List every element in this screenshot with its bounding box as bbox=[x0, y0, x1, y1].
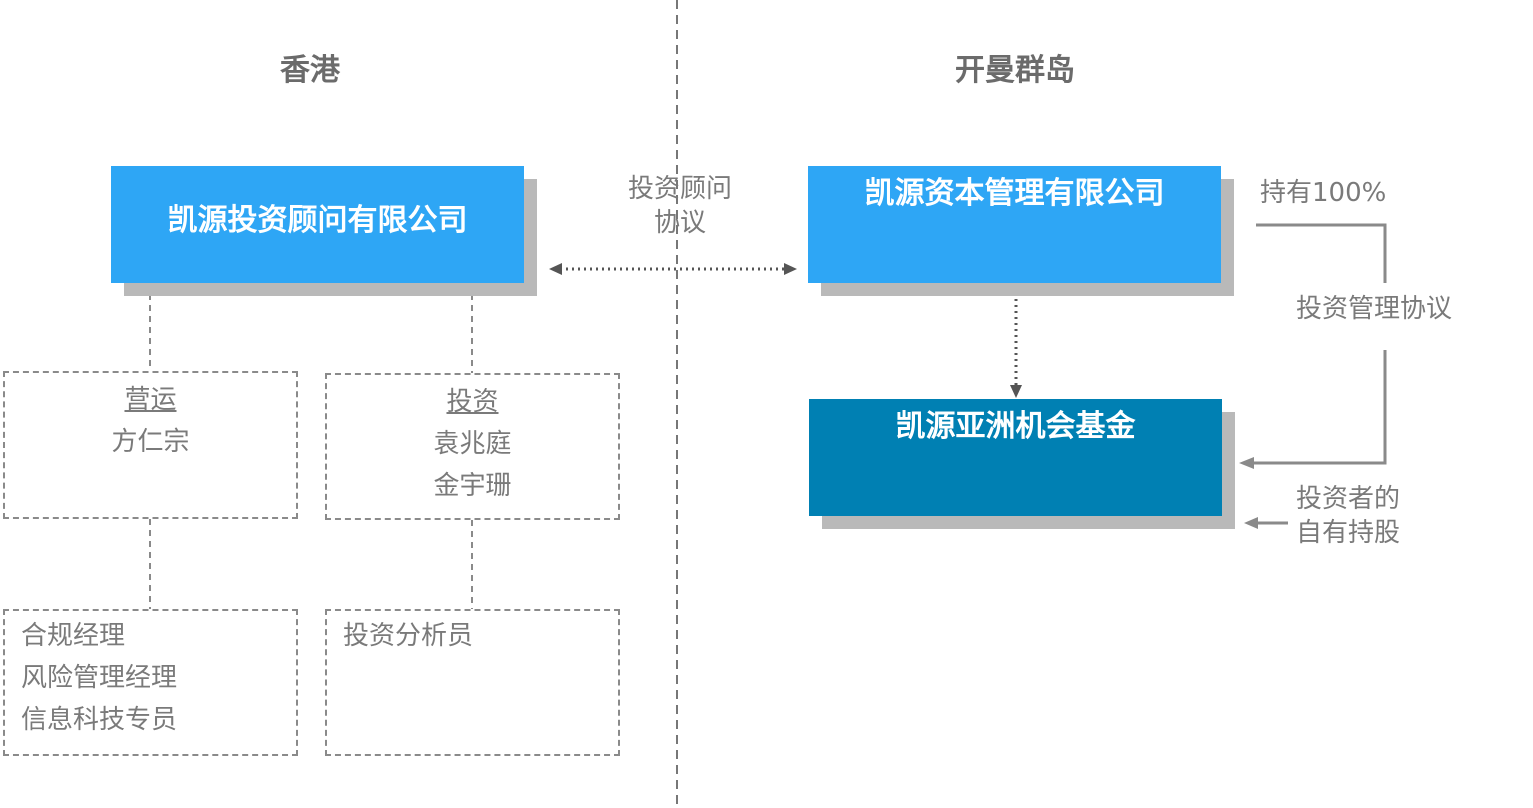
role-item: 信息科技专员 bbox=[21, 705, 178, 735]
fund-box: 凯源亚洲机会基金 bbox=[809, 399, 1222, 516]
mgmt-agreement-label: 投资管理协议 bbox=[1296, 294, 1453, 324]
manager-fund-arrowhead-bottom bbox=[1010, 385, 1022, 398]
investment-team-member: 袁兆庭 bbox=[433, 429, 512, 459]
role-item: 投资分析员 bbox=[343, 621, 474, 651]
advisor-company-name: 凯源投资顾问有限公司 bbox=[167, 203, 468, 238]
operations-team-box: 营运 方仁宗 bbox=[3, 371, 298, 519]
advisory-agreement-label: 投资顾问 协议 bbox=[627, 174, 732, 238]
operations-team-member: 方仁宗 bbox=[111, 427, 190, 457]
region-title-cayman: 开曼群岛 bbox=[955, 53, 1075, 88]
investment-team-member: 金宇珊 bbox=[433, 471, 512, 501]
region-title-hongkong: 香港 bbox=[280, 53, 340, 88]
operations-roles-box: 合规经理 风险管理经理 信息科技专员 bbox=[3, 609, 298, 756]
manager-company-name: 凯源资本管理有限公司 bbox=[864, 176, 1165, 211]
operations-team-title: 营运 bbox=[124, 385, 177, 415]
holding-label: 持有100% bbox=[1260, 178, 1387, 208]
fund-name: 凯源亚洲机会基金 bbox=[895, 409, 1136, 444]
investment-team-box: 投资 袁兆庭 金宇珊 bbox=[325, 373, 620, 520]
advisor-company-box: 凯源投资顾问有限公司 bbox=[111, 166, 524, 283]
investment-team-title: 投资 bbox=[446, 387, 499, 417]
advisory-arrowhead-left bbox=[549, 263, 562, 275]
investor-holding-label: 投资者的 自有持股 bbox=[1296, 484, 1401, 548]
holding-bracket-top bbox=[1256, 223, 1387, 283]
investment-roles-box: 投资分析员 bbox=[325, 609, 620, 756]
investor-arrowhead bbox=[1244, 517, 1258, 529]
manager-company-box: 凯源资本管理有限公司 bbox=[808, 166, 1221, 283]
role-item: 风险管理经理 bbox=[21, 663, 178, 693]
advisory-arrowhead-right bbox=[784, 263, 797, 275]
holding-arrowhead bbox=[1239, 457, 1254, 469]
role-item: 合规经理 bbox=[21, 621, 126, 651]
holding-bracket-bottom bbox=[1252, 350, 1387, 465]
